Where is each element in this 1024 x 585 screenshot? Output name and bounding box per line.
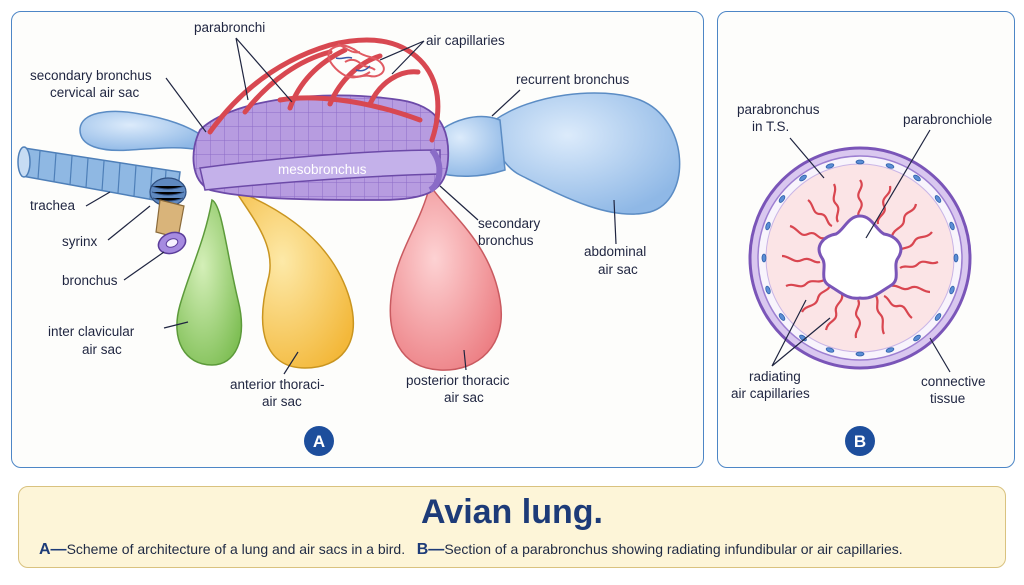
- vessel-ring: [761, 159, 959, 357]
- syrinx: [149, 177, 187, 207]
- label-anterior-a: anterior thoraci-: [230, 377, 325, 392]
- label-interclavicular-a: inter clavicular: [48, 324, 135, 339]
- air-capillaries-cluster: [327, 43, 385, 79]
- label-parabronchiole: parabronchiole: [903, 112, 992, 127]
- leader-parabronchi: [235, 37, 293, 103]
- leader-connective: [929, 337, 951, 373]
- leader-secondary-bronchus-1: [165, 77, 207, 133]
- label-parabronchus-b: in T.S.: [752, 119, 789, 134]
- label-secondary-bronchus-1: secondary bronchus: [30, 68, 152, 83]
- label-connective-b: tissue: [930, 391, 965, 406]
- label-trachea: trachea: [30, 198, 76, 213]
- caption-a-marker: A—: [39, 541, 67, 558]
- leader-abdominal: [613, 199, 617, 245]
- leader-secondary-bronchus-2: [439, 185, 479, 221]
- leader-bronchus: [123, 251, 165, 281]
- label-connective-a: connective: [921, 374, 986, 389]
- caption-title: Avian lung.: [421, 493, 603, 531]
- caption-a-text: Scheme of architecture of a lung and air…: [66, 541, 406, 557]
- secondary-bronchus-posterior: [428, 148, 443, 193]
- badge-b-text: B: [854, 432, 866, 451]
- label-syrinx: syrinx: [62, 234, 98, 249]
- label-radiating-a: radiating: [749, 369, 801, 384]
- caption-b-text: Section of a parabronchus showing radiat…: [444, 541, 903, 557]
- label-secondary-bronchus-2a: secondary: [478, 216, 541, 231]
- interclavicular-air-sac: [176, 198, 243, 366]
- label-abdominal-b: air sac: [598, 262, 638, 277]
- leader-parabronchus: [789, 137, 825, 179]
- label-anterior-b: air sac: [262, 394, 302, 409]
- leader-anterior: [283, 351, 299, 375]
- badge-a: A: [304, 426, 334, 456]
- label-radiating-b: air capillaries: [731, 386, 810, 401]
- parabronchiole-lumen: [817, 214, 903, 300]
- leader-radiating: [771, 299, 831, 367]
- leader-interclavicular: [163, 321, 189, 329]
- label-secondary-bronchus-2b: bronchus: [478, 233, 534, 248]
- caption-b-marker: B—: [416, 541, 445, 558]
- label-air-capillaries: air capillaries: [426, 33, 505, 48]
- posterior-thoracic-air-sac: [389, 183, 502, 371]
- label-parabronchi: parabronchi: [194, 20, 265, 35]
- label-cervical-air-sac: cervical air sac: [50, 85, 140, 100]
- leader-recurrent-bronchus: [491, 89, 521, 117]
- air-capillaries-vessels: [335, 56, 371, 72]
- label-parabronchus-a: parabronchus: [737, 102, 820, 117]
- cervical-air-sac: [79, 110, 206, 152]
- label-posterior-b: air sac: [444, 390, 484, 405]
- leader-trachea: [85, 191, 111, 207]
- leader-parabronchiole: [865, 129, 931, 239]
- label-bronchus: bronchus: [62, 273, 118, 288]
- label-posterior-a: posterior thoracic: [406, 373, 510, 388]
- label-interclavicular-b: air sac: [82, 342, 122, 357]
- label-abdominal-a: abdominal: [584, 244, 646, 259]
- anterior-thoracic-air-sac: [233, 188, 355, 369]
- leader-air-capillaries: [379, 40, 425, 75]
- parabronchus-section: [748, 146, 972, 370]
- radiating-capillaries: [781, 179, 939, 339]
- caption-box: Avian lung. A—Scheme of architecture of …: [18, 486, 1006, 568]
- abdominal-air-sac: [492, 92, 681, 215]
- leader-syrinx: [107, 205, 151, 241]
- badge-a-text: A: [313, 432, 325, 451]
- leader-posterior: [463, 349, 467, 371]
- badge-b: B: [845, 426, 875, 456]
- label-recurrent-bronchus: recurrent bronchus: [516, 72, 630, 87]
- panel-a: [11, 11, 704, 468]
- label-mesobronchus: mesobronchus: [278, 162, 367, 177]
- caption-line: A—Scheme of architecture of a lung and a…: [39, 541, 999, 559]
- bronchus-stub: [155, 199, 187, 255]
